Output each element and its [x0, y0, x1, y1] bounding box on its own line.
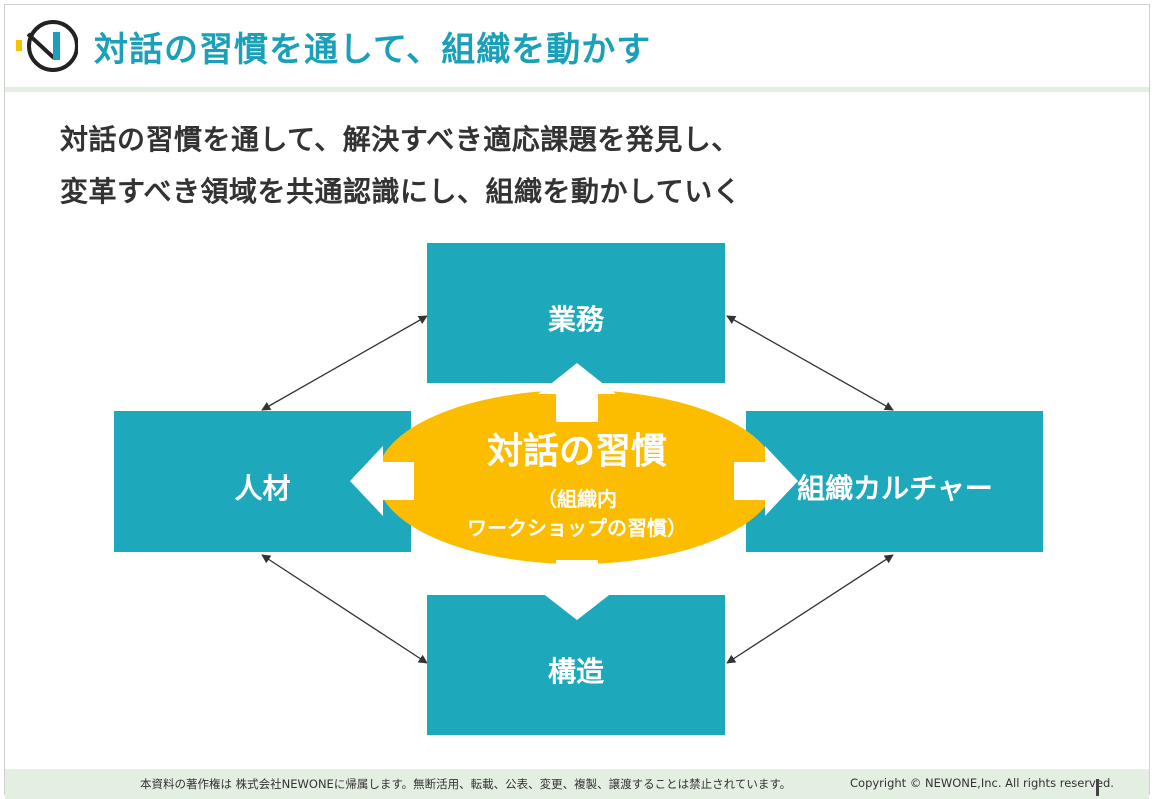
newone-logo-icon [16, 20, 78, 72]
subtitle-line-2: 変革すべき領域を共通認識にし、組織を動かしていく [60, 175, 742, 208]
node-label-bottom: 構造 [547, 655, 604, 688]
title-divider [5, 87, 1149, 92]
footer-bar [5, 769, 1149, 799]
node-box-top [427, 243, 725, 383]
connector-left-bottom [261, 554, 428, 664]
arrow-up [538, 363, 616, 422]
connector-right-bottom [726, 554, 894, 664]
center-title: 対話の習慣 [486, 431, 667, 472]
center-ellipse [377, 390, 777, 564]
node-label-top: 業務 [547, 303, 604, 336]
node-label-right: 組織カルチャー [797, 472, 993, 505]
connector-top-right [726, 315, 894, 411]
copyright-notice: 本資料の著作権は 株式会社NEWONEに帰属します。無断活用、転載、公表、変更、… [140, 777, 792, 791]
node-label-left: 人材 [234, 472, 291, 505]
subtitle-line-1: 対話の習慣を通して、解決すべき適応課題を発見し、 [60, 123, 740, 156]
connector-left-top [261, 315, 428, 411]
center-subtitle-2: ワークショップの習慣） [467, 516, 687, 540]
page-title: 対話の習慣を通して、組織を動かす [94, 30, 652, 70]
arrow-left [350, 446, 414, 516]
arrow-down [541, 560, 613, 620]
copyright-line: Copyright © NEWONE,Inc. All rights reser… [850, 776, 1114, 790]
footer-marker [1096, 779, 1099, 796]
center-subtitle-1: （組織内 [537, 487, 617, 511]
arrow-right [734, 446, 798, 516]
